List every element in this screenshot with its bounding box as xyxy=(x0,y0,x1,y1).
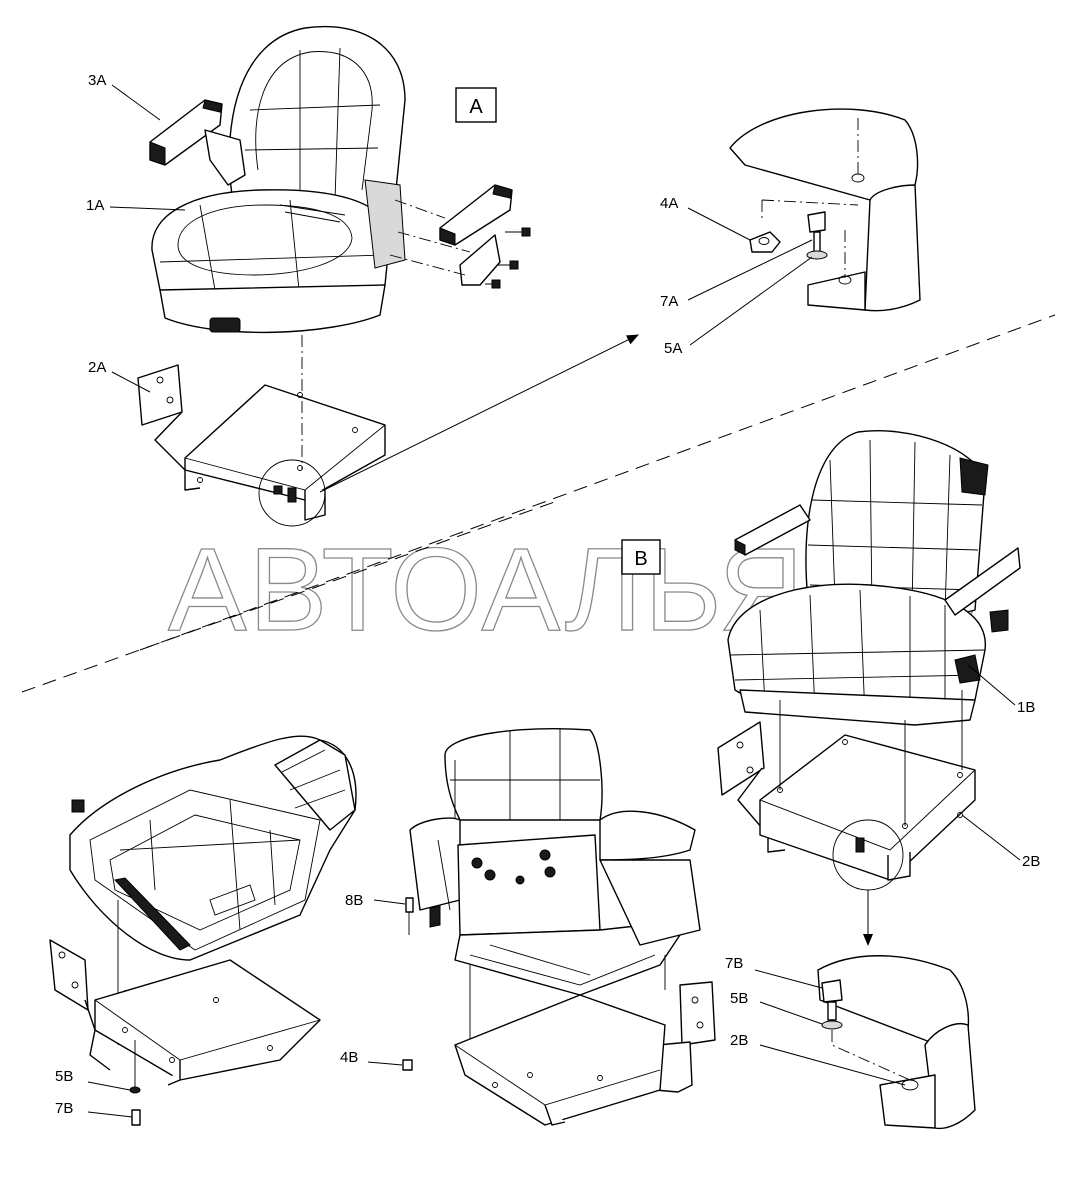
arrow-to-detail-a xyxy=(319,334,639,493)
callout-5b-left: 5B xyxy=(55,1068,73,1085)
bracket-lower-left xyxy=(49,939,321,1126)
bracket-2a xyxy=(137,364,386,527)
seat-1a xyxy=(151,25,406,334)
view-b-box-label: B xyxy=(634,548,647,570)
detail-circle-a xyxy=(258,459,326,527)
armrest-right-exploded xyxy=(389,184,531,289)
view-a-box-label: A xyxy=(469,96,483,118)
seat-1b xyxy=(727,430,1021,726)
view-a-box xyxy=(455,87,497,123)
bracket-lower-center xyxy=(402,897,716,1126)
callout-3a: 3A xyxy=(88,72,106,89)
callout-7a: 7A xyxy=(660,293,678,310)
seat-back-view-center xyxy=(409,728,701,1040)
view-b-box xyxy=(621,539,661,575)
callout-5b-detail: 5B xyxy=(730,990,748,1007)
callout-8b: 8B xyxy=(345,892,363,909)
section-divider-lower xyxy=(21,499,561,693)
bracket-2b xyxy=(717,690,976,891)
callout-2a: 2A xyxy=(88,359,106,376)
callout-5a: 5A xyxy=(664,340,682,357)
section-divider-upper xyxy=(139,314,1056,651)
callout-1b: 1B xyxy=(1017,699,1035,716)
view-a: A xyxy=(86,25,921,527)
detail-a xyxy=(729,108,921,312)
callout-4a: 4A xyxy=(660,195,678,212)
armrest-3a xyxy=(149,99,246,186)
detail-b xyxy=(817,955,976,1130)
view-b: B xyxy=(49,430,1040,1130)
callout-2b-detail: 2B xyxy=(730,1032,748,1049)
callout-1a: 1A xyxy=(86,197,104,214)
callout-7b-detail: 7B xyxy=(725,955,743,972)
callout-7b-left: 7B xyxy=(55,1100,73,1117)
callout-4b: 4B xyxy=(340,1049,358,1066)
callout-2b-main: 2B xyxy=(1022,853,1040,870)
